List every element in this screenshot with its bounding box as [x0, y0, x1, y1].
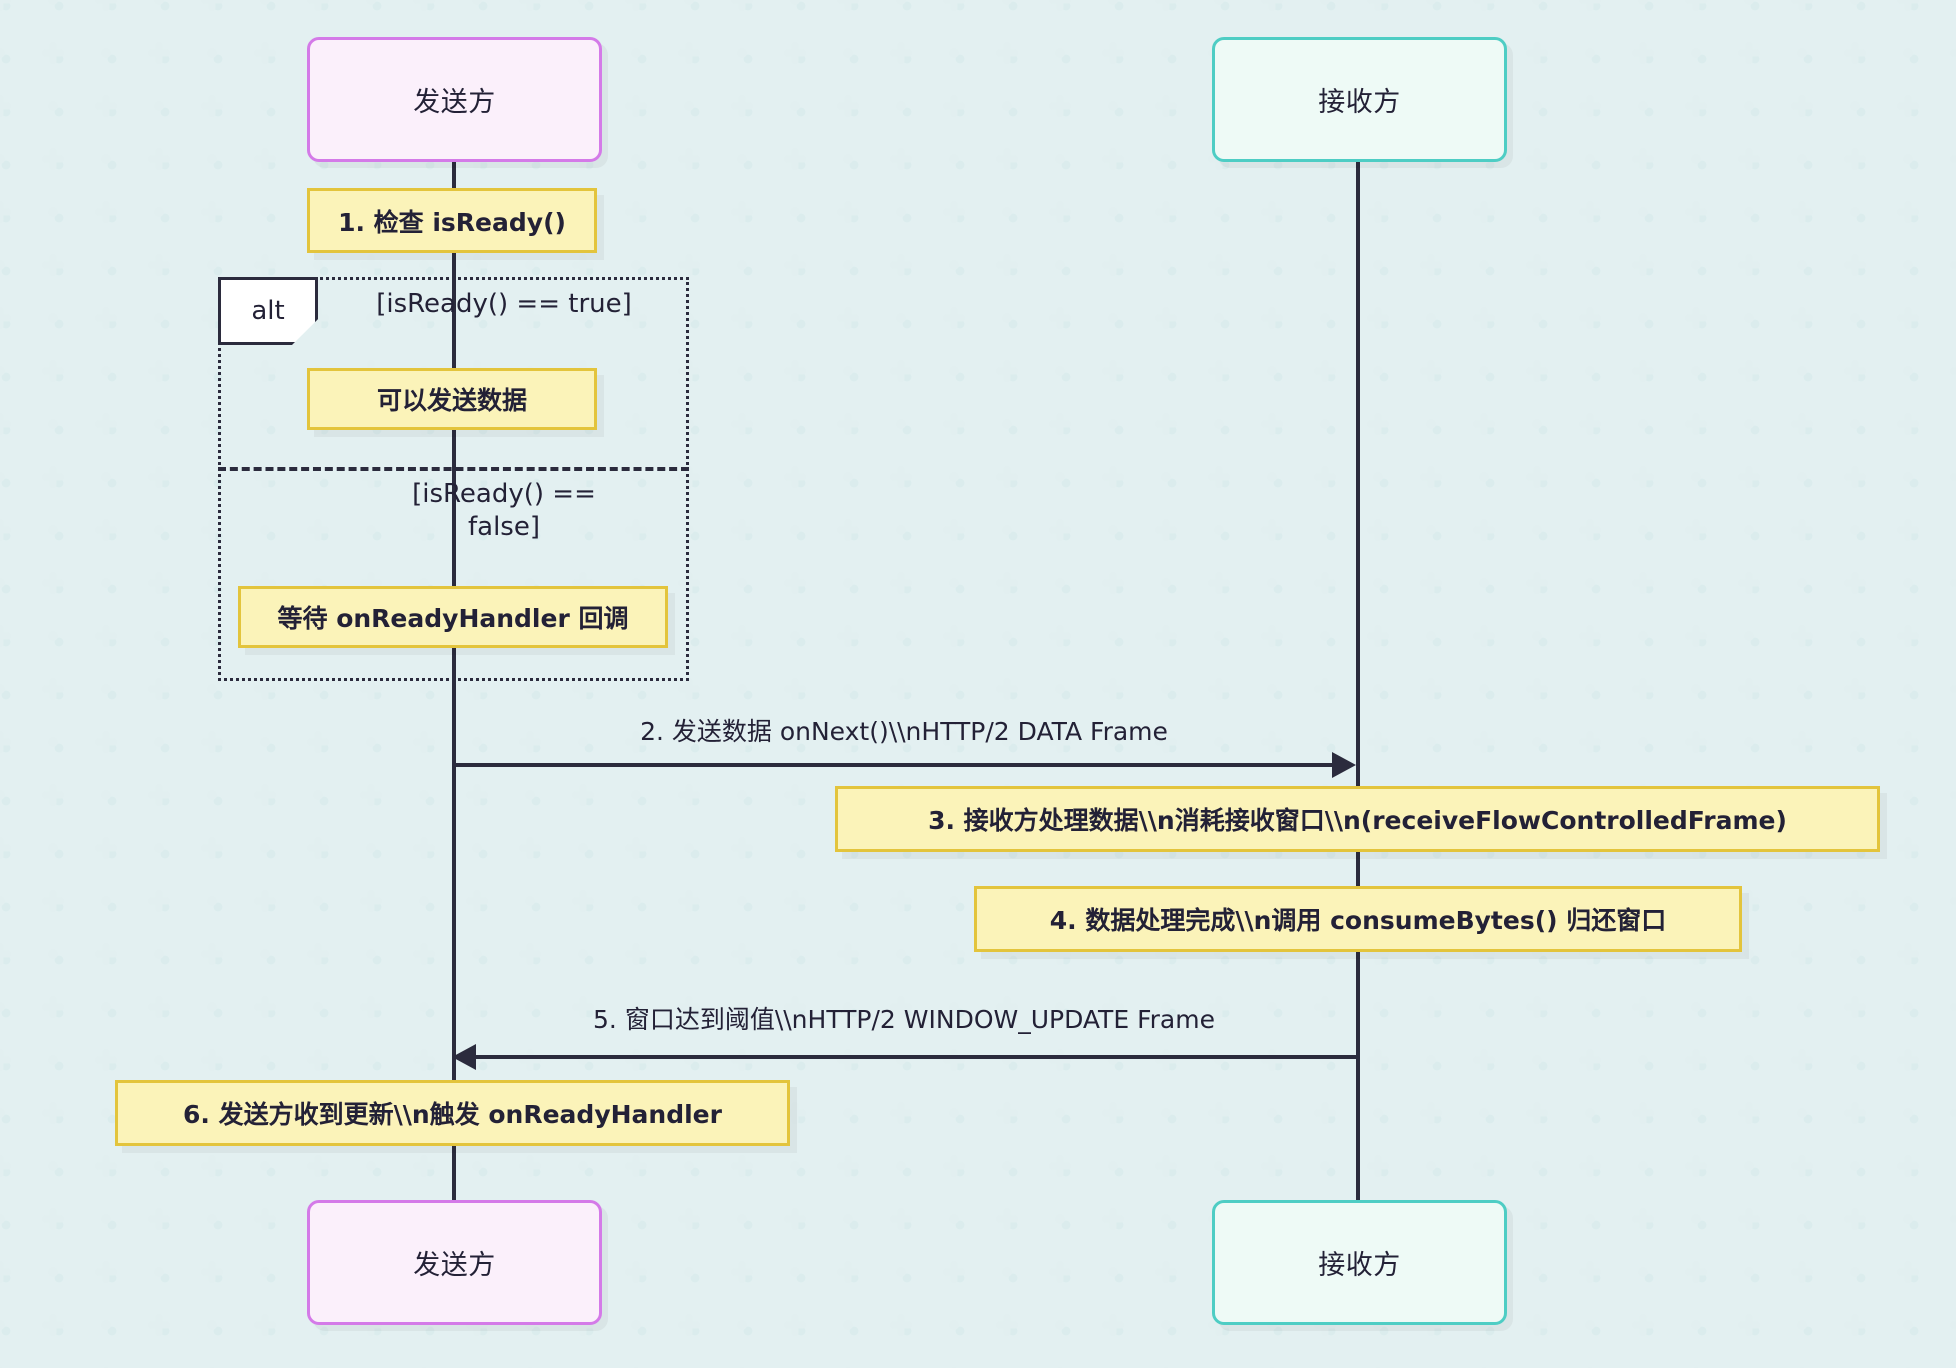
- lifeline-receiver: [1356, 160, 1360, 1200]
- note-check-isready-label: 1. 检查 isReady(): [338, 207, 566, 237]
- message-2-arrowhead-icon: [1332, 752, 1356, 778]
- message-5-arrowhead-icon: [452, 1044, 476, 1070]
- participant-sender-top-label: 发送方: [413, 87, 496, 118]
- participant-sender-top[interactable]: 发送方: [307, 37, 602, 162]
- note-wait-onreadyhandler[interactable]: 等待 onReadyHandler 回调: [238, 586, 668, 648]
- note-check-isready[interactable]: 1. 检查 isReady(): [307, 188, 597, 253]
- participant-receiver-top-label: 接收方: [1318, 87, 1401, 118]
- message-5-line: [476, 1055, 1356, 1059]
- participant-sender-bottom-label: 发送方: [413, 1250, 496, 1281]
- alt-branch-divider: [218, 467, 689, 471]
- note-consume-bytes[interactable]: 4. 数据处理完成\\n调用 consumeBytes() 归还窗口: [974, 886, 1742, 952]
- alt-condition-false-line2: false]: [468, 511, 540, 542]
- message-5-label: 5. 窗口达到阈值\\nHTTP/2 WINDOW_UPDATE Frame: [452, 1000, 1356, 1036]
- note-can-send-data-label: 可以发送数据: [376, 386, 527, 415]
- alt-condition-false-line1: [isReady() ==: [412, 479, 596, 509]
- alt-condition-false: [isReady() == false]: [318, 478, 690, 543]
- note-can-send-data[interactable]: 可以发送数据: [307, 368, 597, 430]
- note-receiver-process-data-label: 3. 接收方处理数据\\n消耗接收窗口\\n(receiveFlowContro…: [928, 806, 1787, 835]
- participant-receiver-bottom[interactable]: 接收方: [1212, 1200, 1507, 1325]
- note-consume-bytes-label: 4. 数据处理完成\\n调用 consumeBytes() 归还窗口: [1049, 906, 1667, 935]
- participant-receiver-bottom-label: 接收方: [1318, 1250, 1401, 1281]
- note-sender-receives-update-label: 6. 发送方收到更新\\n触发 onReadyHandler: [183, 1100, 722, 1129]
- message-2-text: 2. 发送数据 onNext()\\nHTTP/2 DATA Frame: [640, 717, 1168, 746]
- alt-condition-true-label: [isReady() == true]: [376, 289, 632, 319]
- note-wait-onreadyhandler-label: 等待 onReadyHandler 回调: [277, 604, 629, 633]
- participant-receiver-top[interactable]: 接收方: [1212, 37, 1507, 162]
- message-2-label: 2. 发送数据 onNext()\\nHTTP/2 DATA Frame: [452, 712, 1356, 748]
- note-sender-receives-update[interactable]: 6. 发送方收到更新\\n触发 onReadyHandler: [115, 1080, 790, 1146]
- message-2-line: [452, 763, 1332, 767]
- participant-sender-bottom[interactable]: 发送方: [307, 1200, 602, 1325]
- alt-condition-true: [isReady() == true]: [318, 288, 690, 321]
- message-5-text: 5. 窗口达到阈值\\nHTTP/2 WINDOW_UPDATE Frame: [593, 1005, 1215, 1034]
- note-receiver-process-data[interactable]: 3. 接收方处理数据\\n消耗接收窗口\\n(receiveFlowContro…: [835, 786, 1880, 852]
- alt-fragment-keyword-label: alt: [251, 296, 285, 326]
